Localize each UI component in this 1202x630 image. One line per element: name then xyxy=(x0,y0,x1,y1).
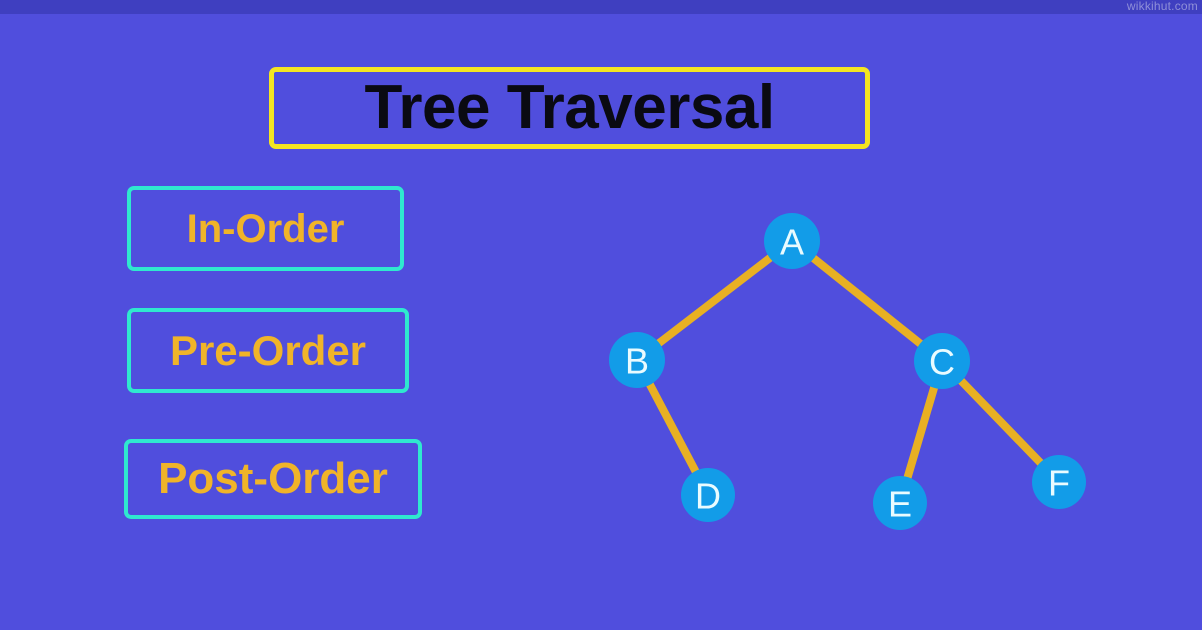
tree-node-label-c: C xyxy=(929,342,955,383)
tree-node-circle-a xyxy=(764,213,820,269)
tree-node-f[interactable]: F xyxy=(1032,455,1086,509)
tree-node-circle-f xyxy=(1032,455,1086,509)
tree-node-c[interactable]: C xyxy=(914,333,970,389)
tree-node-b[interactable]: B xyxy=(609,332,665,388)
tree-node-circle-e xyxy=(873,476,927,530)
tree-node-label-b: B xyxy=(625,341,649,382)
tree-node-label-f: F xyxy=(1048,463,1070,504)
page-title: Tree Traversal xyxy=(364,73,775,142)
post-order-button[interactable]: Post-Order xyxy=(124,439,422,519)
tree-edge-c-f xyxy=(954,374,1048,470)
in-order-button-label: In-Order xyxy=(186,206,345,251)
pre-order-button[interactable]: Pre-Order xyxy=(127,308,409,393)
tree-node-group: A B C D E F xyxy=(609,213,1086,530)
page-title-box: Tree Traversal xyxy=(269,67,870,149)
tree-edge-group xyxy=(644,251,1048,485)
tree-node-circle-c xyxy=(914,333,970,389)
pre-order-button-label: Pre-Order xyxy=(169,326,367,374)
tree-edge-a-c xyxy=(806,251,928,351)
tree-node-circle-b xyxy=(609,332,665,388)
tree-node-label-d: D xyxy=(695,476,721,517)
tree-edge-a-b xyxy=(652,251,777,350)
tree-node-circle-d xyxy=(681,468,735,522)
post-order-button-label: Post-Order xyxy=(158,454,388,503)
watermark-label: wikkihut.com xyxy=(1126,0,1198,13)
tree-edge-b-d xyxy=(644,377,702,479)
in-order-button[interactable]: In-Order xyxy=(127,186,404,271)
tree-edge-c-e xyxy=(902,380,940,485)
tree-node-label-a: A xyxy=(780,222,804,263)
watermark-bar: wikkihut.com xyxy=(0,0,1202,14)
tree-node-e[interactable]: E xyxy=(873,476,927,530)
tree-node-a[interactable]: A xyxy=(764,213,820,269)
tree-node-d[interactable]: D xyxy=(681,468,735,522)
tree-node-label-e: E xyxy=(888,484,912,525)
